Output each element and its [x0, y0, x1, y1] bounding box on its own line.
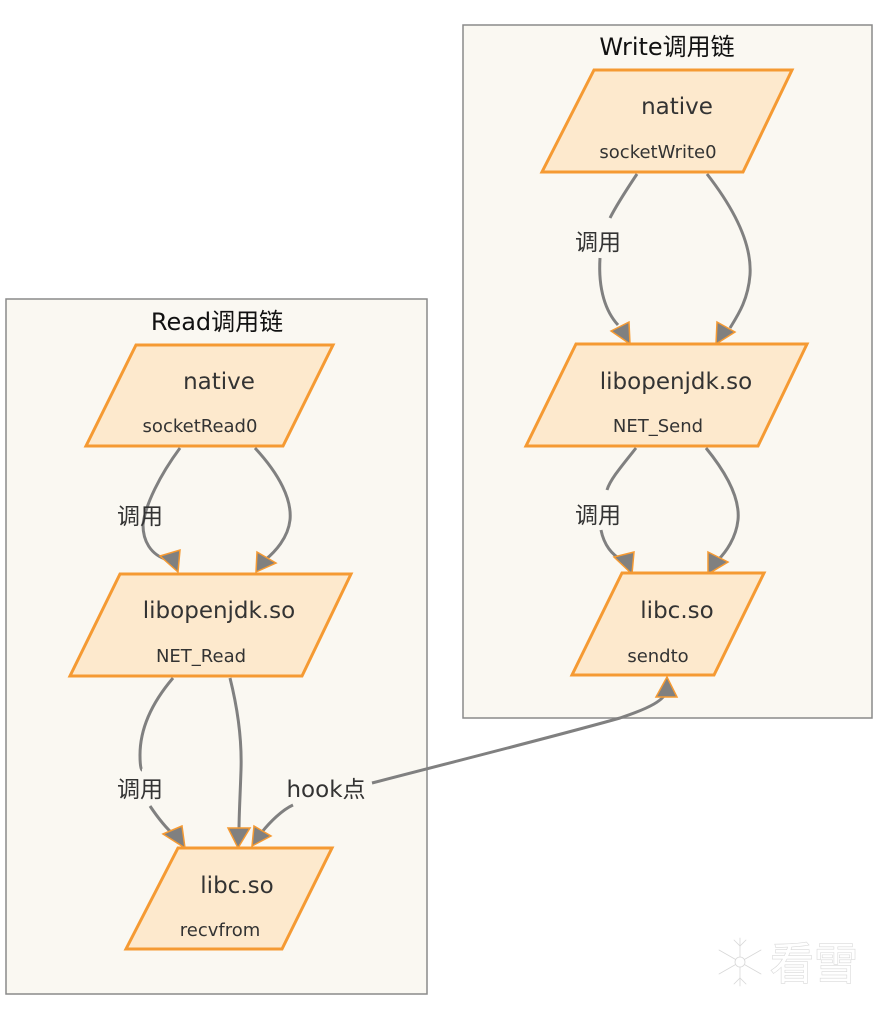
- edge-read-native-to-libopenjdk-labeled: [141, 447, 182, 562]
- node-read-libc-shape: [123, 846, 335, 951]
- arrowhead-icon: [226, 827, 252, 850]
- node-write-libopenjdk-title: libopenjdk.so: [600, 369, 752, 395]
- arrowhead-icon: [251, 824, 273, 848]
- node-read-libc-subtitle: recvfrom: [180, 920, 261, 941]
- edge-write-native-to-libopenjdk-labeled: [608, 173, 639, 219]
- edge-write-libopenjdk-to-libc: [704, 447, 740, 562]
- node-write-libc-shape: [569, 571, 767, 677]
- edge-write-native-to-libopenjdk: [705, 173, 752, 329]
- node-write-libc[interactable]: libc.so sendto: [569, 571, 767, 677]
- edges-write: [598, 173, 752, 576]
- cluster-read-title: Read调用链: [151, 308, 283, 336]
- edge-label-write-call-2: 调用: [575, 503, 621, 529]
- edge-labels: 调用 调用 调用 调用 hook点: [117, 230, 621, 803]
- edge-label-read-call-2: 调用: [117, 777, 163, 803]
- node-read-libopenjdk[interactable]: libopenjdk.so NET_Read: [67, 572, 354, 678]
- node-read-libopenjdk-title: libopenjdk.so: [143, 598, 295, 624]
- edges-read: [138, 446, 292, 850]
- node-read-native[interactable]: native socketRead0: [83, 343, 336, 448]
- edge-label-read-call-1: 调用: [117, 504, 163, 530]
- edge-hook-to-recvfrom: [260, 803, 294, 833]
- node-write-libc-subtitle: sendto: [627, 646, 688, 667]
- edge-read-libopenjdk-to-libc: [228, 677, 243, 831]
- edge-write-libopenjdk-to-libc-labeled: [605, 447, 638, 491]
- arrowhead-icon: [612, 551, 635, 576]
- snowflake-icon: [717, 936, 763, 988]
- arrowhead-icon: [609, 320, 631, 346]
- node-read-native-subtitle: socketRead0: [143, 416, 258, 437]
- arrowhead-icon: [161, 824, 186, 850]
- edge-read-libopenjdk-to-libc-labeled: [138, 677, 175, 772]
- edge-label-hook-point: hook点: [286, 777, 365, 803]
- edge-hook-to-sendto: [371, 689, 669, 785]
- watermark: 看雪: [716, 930, 866, 994]
- node-write-libopenjdk[interactable]: libopenjdk.so NET_Send: [523, 342, 810, 448]
- node-write-native-title: native: [641, 94, 713, 120]
- node-write-native-subtitle: socketWrite0: [599, 142, 716, 163]
- arrowhead-icon: [715, 320, 737, 346]
- arrowhead-icon: [707, 550, 730, 576]
- node-write-libopenjdk-shape: [523, 342, 810, 448]
- node-write-libopenjdk-subtitle: NET_Send: [613, 416, 703, 437]
- node-write-native-shape: [539, 68, 795, 174]
- arrowhead-icon: [654, 675, 679, 698]
- node-read-libopenjdk-subtitle: NET_Read: [156, 646, 246, 667]
- edge-read-native-to-libopenjdk: [253, 446, 292, 562]
- arrowhead-icon: [255, 550, 278, 574]
- edge-label-write-call-1: 调用: [575, 230, 621, 256]
- edge-hook: [251, 675, 679, 848]
- cluster-write-title: Write调用链: [599, 33, 734, 61]
- node-write-native[interactable]: native socketWrite0: [539, 68, 795, 174]
- node-read-libc-title: libc.so: [200, 873, 273, 899]
- node-read-libopenjdk-shape: [67, 572, 354, 678]
- edge-write-native-to-libopenjdk-labeled-tail: [598, 257, 620, 327]
- node-read-libc[interactable]: libc.so recvfrom: [123, 846, 335, 951]
- node-write-libc-title: libc.so: [640, 598, 713, 624]
- node-read-native-title: native: [183, 369, 255, 395]
- arrowhead-icon: [158, 548, 181, 574]
- node-read-native-shape: [83, 343, 336, 448]
- watermark-text: 看雪: [770, 939, 858, 990]
